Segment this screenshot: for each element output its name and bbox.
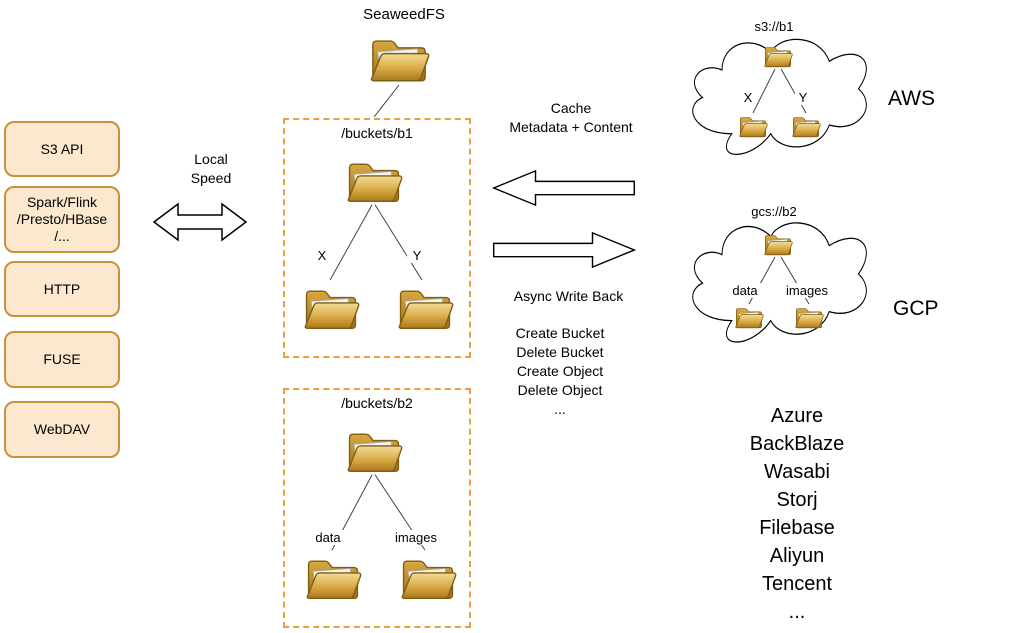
api-box-s3-api: S3 API bbox=[4, 121, 120, 177]
other-providers-list: Azure BackBlaze Wasabi Storj Filebase Al… bbox=[697, 402, 897, 626]
provider-item: ... bbox=[788, 601, 806, 623]
tree-label-x: X bbox=[740, 90, 756, 105]
folder-icon bbox=[347, 163, 403, 203]
folder-icon bbox=[304, 290, 360, 330]
operation-item: Delete Object bbox=[517, 382, 603, 398]
api-box-label: S3 API bbox=[40, 140, 84, 157]
arrow-left-icon bbox=[491, 169, 636, 207]
provider-item: BackBlaze bbox=[749, 433, 845, 455]
aws-bucket-label: s3://b1 bbox=[754, 19, 794, 34]
folder-icon bbox=[764, 47, 793, 68]
provider-item: Tencent bbox=[761, 573, 833, 595]
seaweedfs-root-folder-icon bbox=[370, 40, 430, 82]
folder-icon bbox=[401, 560, 457, 600]
provider-item: Storj bbox=[776, 489, 818, 511]
operation-item: Create Object bbox=[516, 363, 604, 379]
bucket-b1-box: /buckets/b1 X Y bbox=[283, 118, 471, 358]
operation-item: Create Bucket bbox=[515, 325, 605, 341]
gcp-bucket-label: gcs://b2 bbox=[751, 204, 797, 219]
bucket-b2-box: /buckets/b2 data images bbox=[283, 388, 471, 628]
api-box-label: WebDAV bbox=[33, 421, 91, 437]
folder-icon bbox=[764, 235, 793, 256]
cache-metadata-label: Cache Metadata + Content bbox=[509, 100, 633, 135]
folder-icon bbox=[347, 433, 403, 473]
provider-item: Azure bbox=[770, 405, 824, 427]
provider-item: Filebase bbox=[759, 517, 835, 539]
tree-label-x: X bbox=[312, 248, 332, 263]
operation-item: Delete Bucket bbox=[516, 344, 604, 360]
folder-icon bbox=[739, 117, 768, 138]
gcp-cloud-shape bbox=[692, 222, 867, 343]
folder-icon bbox=[735, 308, 764, 329]
api-box-fuse: FUSE bbox=[4, 331, 120, 388]
tree-label-images: images bbox=[779, 283, 835, 298]
arrow-right-icon bbox=[492, 231, 637, 269]
api-box-label: Spark/Flink /Presto/HBase /... bbox=[16, 194, 108, 244]
api-box-spark-flink-presto-hbase: Spark/Flink /Presto/HBase /... bbox=[4, 186, 120, 253]
gcp-provider-label: GCP bbox=[893, 297, 939, 320]
folder-icon bbox=[398, 290, 454, 330]
bucket-b2-title: /buckets/b2 bbox=[341, 395, 413, 411]
double-arrow-icon bbox=[152, 202, 248, 242]
provider-item: Aliyun bbox=[769, 545, 825, 567]
tree-label-data: data bbox=[306, 530, 350, 545]
folder-icon bbox=[792, 117, 821, 138]
diagram-title: SeaweedFS bbox=[363, 6, 445, 23]
operation-item: ... bbox=[554, 401, 566, 417]
tree-label-y: Y bbox=[795, 90, 811, 105]
api-box-label: HTTP bbox=[43, 280, 81, 297]
bucket-b1-title: /buckets/b1 bbox=[341, 125, 413, 141]
folder-icon bbox=[306, 560, 362, 600]
api-box-http: HTTP bbox=[4, 261, 120, 317]
folder-icon bbox=[795, 308, 824, 329]
operations-list: Create Bucket Delete Bucket Create Objec… bbox=[478, 324, 642, 419]
local-speed-label: Local Speed bbox=[190, 151, 232, 186]
tree-label-images: images bbox=[388, 530, 444, 545]
api-box-webdav: WebDAV bbox=[4, 401, 120, 458]
tree-label-data: data bbox=[727, 283, 763, 298]
api-box-label: FUSE bbox=[43, 351, 81, 367]
aws-provider-label: AWS bbox=[888, 87, 936, 110]
async-write-back-label: Async Write Back bbox=[513, 288, 624, 304]
tree-label-y: Y bbox=[407, 248, 427, 263]
provider-item: Wasabi bbox=[764, 461, 830, 483]
